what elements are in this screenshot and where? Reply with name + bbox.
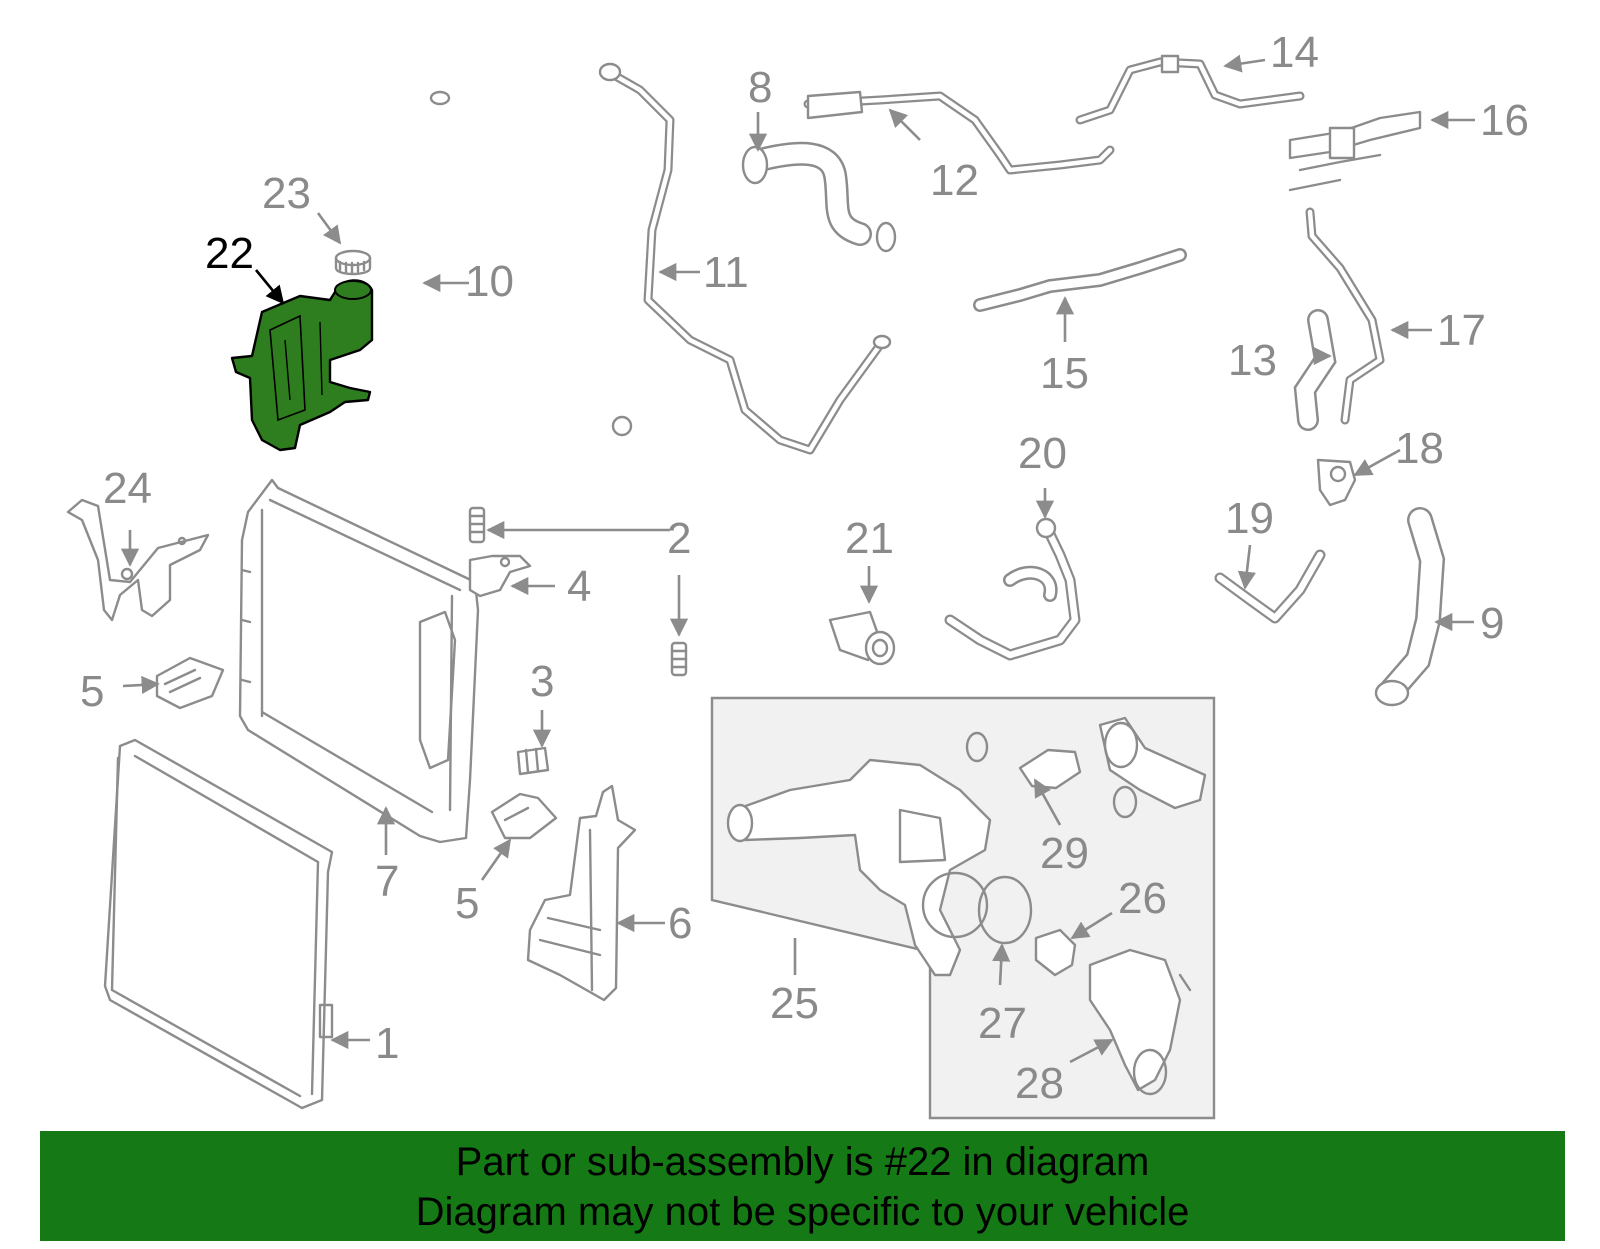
part-15-hose[interactable] bbox=[973, 248, 1187, 312]
part-27-seal-ring[interactable] bbox=[965, 731, 1033, 945]
callout-25[interactable]: 25 bbox=[770, 979, 819, 1028]
part-12-pipe[interactable] bbox=[803, 90, 1115, 175]
part-20-hose[interactable] bbox=[944, 517, 1081, 661]
part-4-bracket[interactable] bbox=[468, 554, 532, 598]
part-5-mount-lower[interactable] bbox=[490, 792, 558, 840]
callout-5-lower[interactable]: 5 bbox=[455, 879, 479, 928]
callout-10[interactable]: 10 bbox=[465, 257, 514, 306]
part-24-bracket[interactable] bbox=[66, 498, 210, 622]
part-18-valve[interactable] bbox=[1316, 458, 1357, 507]
callout-2[interactable]: 2 bbox=[667, 514, 691, 563]
callout-14[interactable]: 14 bbox=[1270, 28, 1319, 77]
part-19-hose[interactable] bbox=[1214, 549, 1326, 624]
part-9-hose[interactable] bbox=[1374, 507, 1446, 707]
part-23-reservoir-cap[interactable] bbox=[334, 249, 372, 276]
part-16-pipe-assembly[interactable] bbox=[1288, 110, 1422, 192]
info-banner: Part or sub-assembly is #22 in diagram D… bbox=[40, 1131, 1565, 1241]
part-10-hose[interactable] bbox=[407, 90, 633, 473]
part-2-mounting-plugs[interactable] bbox=[468, 506, 688, 677]
callout-6[interactable]: 6 bbox=[668, 899, 692, 948]
part-3-clip[interactable] bbox=[516, 746, 550, 776]
callout-8[interactable]: 8 bbox=[748, 63, 772, 112]
callout-24[interactable]: 24 bbox=[103, 464, 152, 513]
callout-22[interactable]: 22 bbox=[205, 229, 254, 278]
leader-lines bbox=[120, 54, 1475, 1064]
callout-29[interactable]: 29 bbox=[1040, 829, 1089, 878]
callout-15[interactable]: 15 bbox=[1040, 349, 1089, 398]
part-housing-cover[interactable] bbox=[1098, 716, 1207, 819]
part-17-pipe[interactable] bbox=[1305, 207, 1385, 425]
banner-line-1: Part or sub-assembly is #22 in diagram bbox=[455, 1140, 1150, 1184]
callout-11[interactable]: 11 bbox=[703, 248, 749, 297]
part-8-hose[interactable] bbox=[741, 141, 897, 253]
callout-28[interactable]: 28 bbox=[1015, 1059, 1064, 1108]
part-13-hose[interactable] bbox=[1293, 309, 1337, 431]
callout-5-upper[interactable]: 5 bbox=[80, 667, 104, 716]
callout-18[interactable]: 18 bbox=[1395, 424, 1444, 473]
callout-17[interactable]: 17 bbox=[1437, 306, 1486, 355]
callout-19[interactable]: 19 bbox=[1225, 494, 1274, 543]
callout-3[interactable]: 3 bbox=[530, 657, 554, 706]
callout-9[interactable]: 9 bbox=[1480, 599, 1504, 648]
part-26-thermostat[interactable] bbox=[1034, 928, 1077, 977]
callout-labels: 22 23 24 5 10 11 8 12 14 16 15 13 17 18 … bbox=[80, 28, 1529, 1108]
part-21-pump[interactable] bbox=[828, 610, 896, 666]
part-28-outlet[interactable] bbox=[1088, 948, 1192, 1096]
callout-7[interactable]: 7 bbox=[375, 857, 399, 906]
callout-27[interactable]: 27 bbox=[978, 999, 1027, 1048]
callout-13[interactable]: 13 bbox=[1228, 336, 1277, 385]
part-6-air-deflector[interactable] bbox=[526, 784, 637, 1002]
callout-21[interactable]: 21 bbox=[845, 514, 894, 563]
callout-16[interactable]: 16 bbox=[1480, 96, 1529, 145]
part-11-hose[interactable] bbox=[598, 62, 892, 455]
part-7-radiator-support[interactable] bbox=[238, 478, 480, 844]
callout-1[interactable]: 1 bbox=[375, 1019, 399, 1068]
callout-12[interactable]: 12 bbox=[930, 156, 979, 205]
part-22-coolant-reservoir[interactable] bbox=[230, 279, 374, 452]
part-25-housing[interactable] bbox=[726, 758, 992, 977]
callout-4[interactable]: 4 bbox=[567, 562, 591, 611]
part-14-pipe[interactable] bbox=[1075, 54, 1305, 125]
callout-20[interactable]: 20 bbox=[1018, 429, 1067, 478]
banner-line-2: Diagram may not be specific to your vehi… bbox=[415, 1190, 1190, 1234]
part-5-mount-upper[interactable] bbox=[155, 656, 225, 710]
callout-26[interactable]: 26 bbox=[1118, 874, 1167, 923]
callout-23[interactable]: 23 bbox=[262, 169, 311, 218]
part-1-condenser[interactable] bbox=[103, 738, 334, 1110]
